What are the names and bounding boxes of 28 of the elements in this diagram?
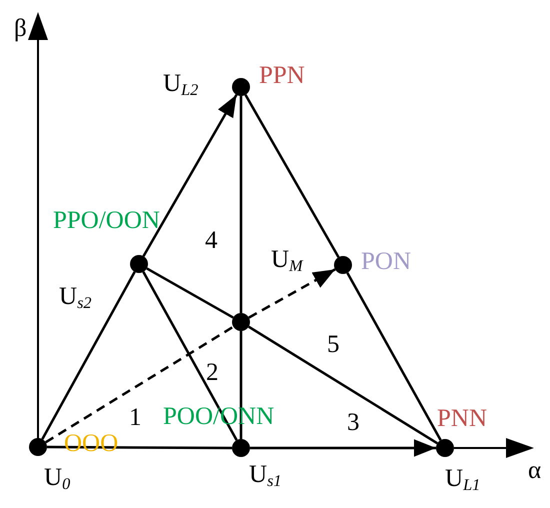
arrow (250, 439, 436, 457)
region-number: 2 (206, 360, 218, 385)
vector-label: U$_{L1}$ (445, 466, 480, 494)
switching-state-label: PPO/OON (53, 208, 160, 233)
switching-state-label: PPN (259, 63, 305, 88)
vector-label: U$_{M}$ (271, 247, 303, 274)
line (240, 96, 242, 313)
line (240, 331, 242, 439)
line (146, 267, 234, 319)
vector-label: U$_{L2}$ (163, 71, 198, 98)
region-number: 3 (347, 410, 360, 435)
line (346, 272, 442, 441)
vector-label: U$_{0}$ (44, 465, 70, 492)
line (244, 94, 340, 258)
vector-label: U$_{s1}$ (249, 462, 282, 490)
switching-state-label: PON (361, 249, 412, 274)
line (248, 326, 438, 444)
axis-label: β (14, 16, 27, 41)
region-number: 1 (129, 405, 142, 430)
arrow (142, 94, 238, 257)
line (41, 271, 136, 440)
vector-label: U$_{s2}$ (59, 284, 92, 312)
region-number: 4 (205, 228, 218, 253)
dashed-arrow (248, 268, 336, 319)
switching-state-label: PNN (437, 406, 488, 431)
axis-label: α (528, 458, 542, 483)
line (47, 446, 232, 450)
region-number: 5 (327, 332, 340, 357)
